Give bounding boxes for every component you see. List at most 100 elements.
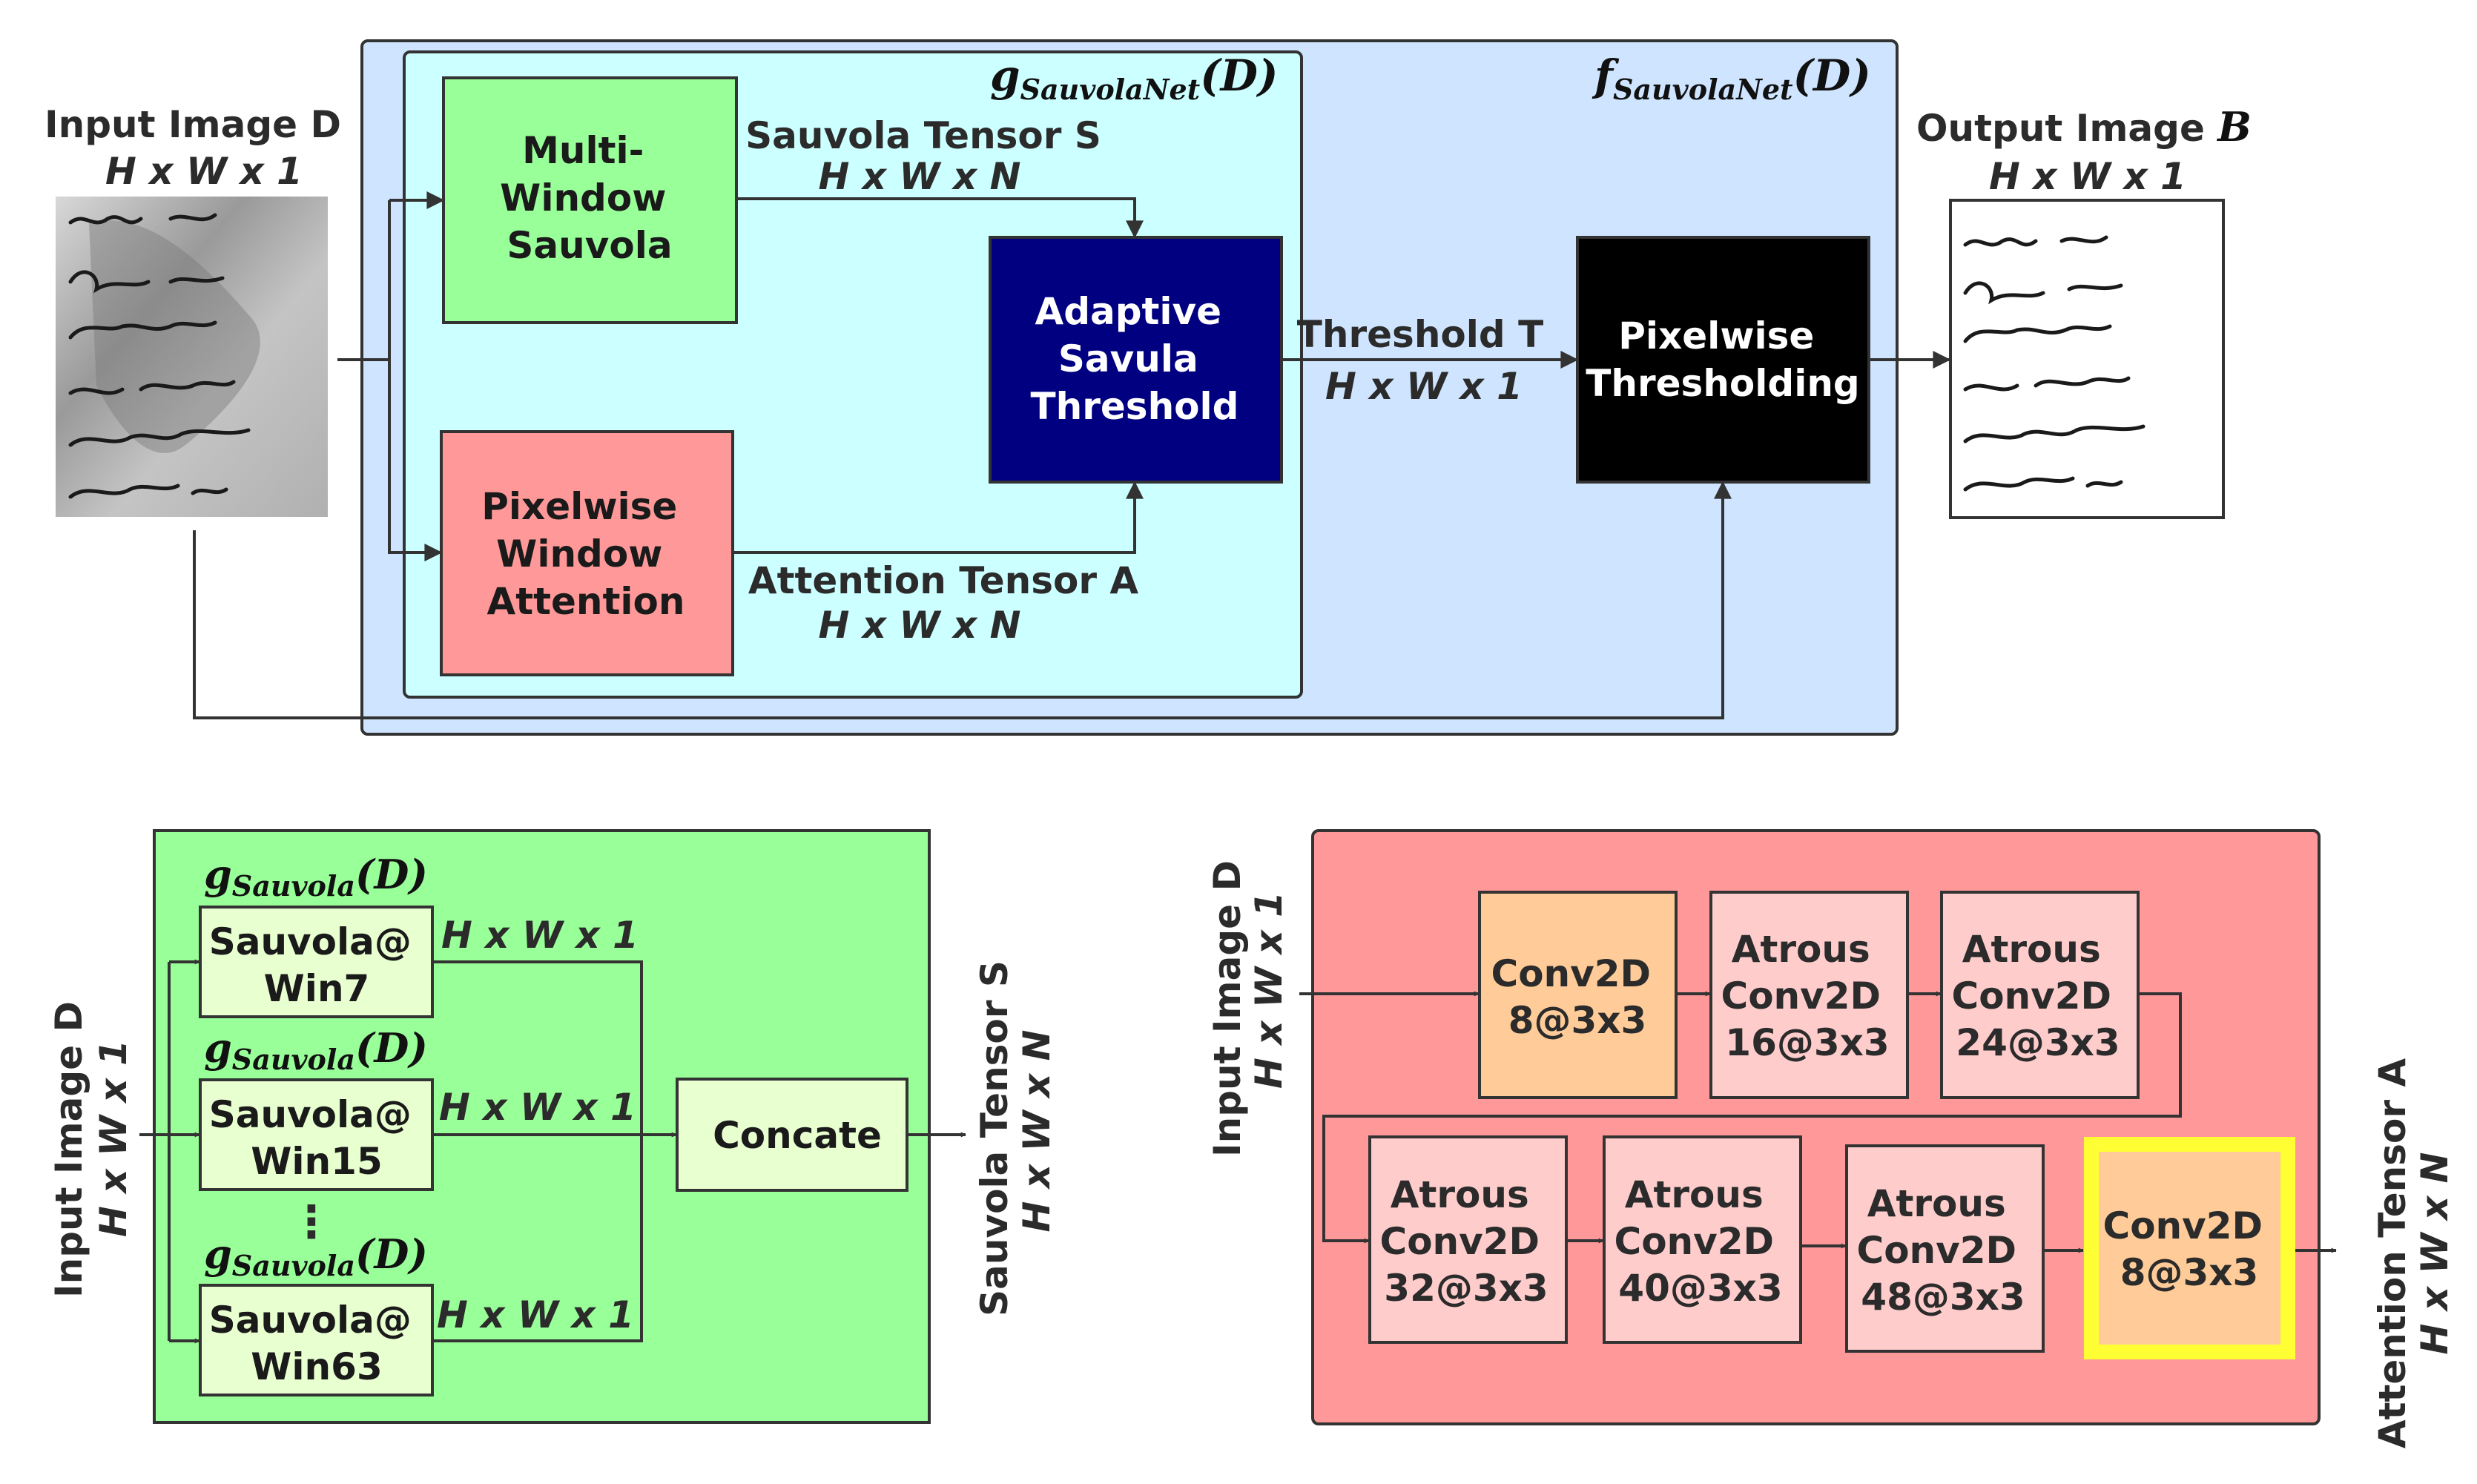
pixelwise-thresholding-box [1576, 236, 1870, 484]
concat-box [676, 1078, 908, 1192]
wire-attention-tensor [733, 481, 1144, 554]
atrous-24-line: Conv2D [1952, 975, 2112, 1018]
atrous-16-box [1709, 891, 1909, 1099]
adaptive-box-line: Adaptive [1035, 290, 1222, 333]
attention-tensor-label: Attention Tensor A [748, 559, 1139, 602]
branch-dim: H x W x 1 [439, 1086, 636, 1129]
win7-line: Win7 [264, 967, 370, 1010]
attention-box-line: Attention [487, 580, 685, 623]
final-conv2d-8-box [2099, 1152, 2280, 1345]
svg-text:Sauvola@ Win63: Sauvola@ Win63 [209, 1299, 425, 1388]
bl-input-wire [139, 962, 171, 1341]
win63-line: Win63 [251, 1345, 382, 1388]
br-output-label: Attention Tensor A [2371, 1058, 2414, 1449]
atrous-32-box [1368, 1135, 1568, 1344]
bl-merge-wire [432, 960, 643, 1342]
binarized-output-image [1949, 199, 2225, 519]
attention-box-line: Window [496, 532, 662, 576]
win7-line: Sauvola@ [209, 920, 412, 963]
threshold-label: Threshold T [1297, 313, 1543, 356]
sauvola-tensor-dim: H x W x N [819, 155, 1021, 198]
svg-text:Atrous Conv2D 40@3: Atrous Conv2D 40@3x3 [1614, 1173, 1787, 1310]
multi-window-line: Multi- [522, 129, 644, 172]
multi-window-line: Sauvola [507, 224, 672, 267]
attention-detail: Input Image D H x W x 1 Conv2D 8@3x3 Atr… [1206, 829, 2456, 1449]
wire-to-attention [388, 360, 443, 561]
bl-output-label: Sauvola Tensor S [973, 960, 1016, 1316]
output-image-label: Output Image B [1916, 103, 2252, 151]
atrous-16-line: Atrous [1732, 928, 1870, 971]
win15-line: Sauvola@ [209, 1093, 412, 1136]
atrous-48-line: Conv2D [1857, 1229, 2017, 1272]
g-sauvola-detail: Input Image D H x W x 1 gSauvola(D) gSau… [47, 829, 1058, 1424]
output-image-dim: H x W x 1 [1989, 155, 2186, 198]
br-output-dim: H x W x N [2413, 1152, 2456, 1355]
threshold-dim: H x W x 1 [1325, 365, 1523, 408]
atrous-40-line: Atrous [1625, 1173, 1764, 1216]
conv2d-8-box [1478, 891, 1678, 1099]
concat-label: Concate [713, 1114, 882, 1157]
conv2d-8-line: 8@3x3 [1508, 999, 1647, 1042]
win63-line: Sauvola@ [209, 1299, 412, 1342]
svg-text:Multi- Window Sauv: Multi- Window Sauvola [500, 129, 679, 267]
input-image-label: Input Image D [44, 103, 341, 146]
bl-input-label: Input Image D [47, 1001, 90, 1298]
pixelwise-window-attention-box [440, 430, 734, 676]
atrous-16-line: 16@3x3 [1725, 1021, 1889, 1064]
g-sauvolanet-label: gSauvolaNet(D) [990, 50, 1278, 106]
win15-line: Win15 [251, 1140, 382, 1183]
multi-window-line: Window [500, 177, 666, 220]
bl-output-dim: H x W x N [1015, 1030, 1058, 1233]
adaptive-box-line: Savula [1058, 337, 1198, 380]
thresholding-box-line: Thresholding [1586, 362, 1859, 405]
adaptive-threshold-box [989, 236, 1283, 484]
bl-input-dim: H x W x 1 [92, 1040, 135, 1237]
br-input-label: Input Image D [1206, 860, 1249, 1157]
svg-text:Atrous Conv2D 24@3: Atrous Conv2D 24@3x3 [1952, 928, 2125, 1064]
svg-text:Pixelwise Window A: Pixelwise Window Attention [481, 485, 690, 623]
top-pipeline: fSauvolaNet(D) gSauvolaNet(D) Input Imag… [44, 39, 2252, 736]
g-sauvola-label: gSauvola(D) [204, 1230, 428, 1282]
degraded-input-image [56, 197, 328, 517]
svg-text:Pixelwise Thresholding: Pixelwise Thresholding [1586, 314, 1859, 405]
wire-input-skip [193, 481, 1732, 719]
branch-dim: H x W x 1 [441, 914, 639, 957]
final-conv2d-line: Conv2D [2103, 1204, 2263, 1247]
br-wire-wrap [1322, 992, 2182, 1244]
ellipsis-dots: ⋮ [289, 1196, 334, 1248]
atrous-48-line: Atrous [1867, 1182, 2006, 1225]
atrous-48-box [1845, 1144, 2045, 1353]
svg-text:Atrous Conv2D 48@3: Atrous Conv2D 48@3x3 [1857, 1182, 2030, 1319]
svg-text:Conv2D 8@3x3: Conv2D 8@3x3 [1491, 952, 1664, 1042]
atrous-24-line: Atrous [1962, 928, 2101, 971]
br-input-dim: H x W x 1 [1247, 891, 1290, 1089]
attention-tensor-dim: H x W x N [819, 604, 1021, 647]
svg-text:Atrous Conv2D 32@3: Atrous Conv2D 32@3x3 [1380, 1173, 1553, 1310]
input-image-dim: H x W x 1 [105, 150, 303, 193]
svg-text:Atrous Conv2D 16@3: Atrous Conv2D 16@3x3 [1721, 928, 1894, 1064]
atrous-48-line: 48@3x3 [1861, 1276, 2025, 1319]
adaptive-box-line: Threshold [1031, 385, 1239, 428]
atrous-32-line: Conv2D [1380, 1220, 1540, 1263]
atrous-40-box [1603, 1135, 1802, 1344]
sauvola-tensor-label: Sauvola Tensor S [745, 114, 1101, 157]
svg-text:Adaptive Savula Th: Adaptive Savula Threshold [1031, 290, 1239, 428]
branch-dim: H x W x 1 [437, 1293, 634, 1336]
atrous-24-box [1940, 891, 2140, 1099]
svg-text:Sauvola@ Win7: Sauvola@ Win7 [209, 920, 425, 1010]
atrous-40-line: 40@3x3 [1618, 1267, 1782, 1310]
conv2d-8-line: Conv2D [1491, 952, 1652, 995]
attention-box-line: Pixelwise [481, 485, 677, 528]
atrous-24-line: 24@3x3 [1956, 1021, 2120, 1064]
atrous-32-line: Atrous [1391, 1173, 1529, 1216]
svg-text:Sauvola@ Win15: Sauvola@ Win15 [209, 1093, 425, 1183]
g-sauvola-label: gSauvola(D) [204, 1024, 428, 1076]
atrous-32-line: 32@3x3 [1384, 1267, 1548, 1310]
final-conv2d-line: 8@3x3 [2120, 1251, 2259, 1294]
wire-sauvola-tensor [736, 197, 1144, 239]
atrous-40-line: Conv2D [1614, 1220, 1775, 1263]
f-sauvolanet-label: fSauvolaNet(D) [1592, 50, 1871, 106]
thresholding-box-line: Pixelwise [1618, 314, 1814, 357]
atrous-16-line: Conv2D [1721, 975, 1881, 1018]
